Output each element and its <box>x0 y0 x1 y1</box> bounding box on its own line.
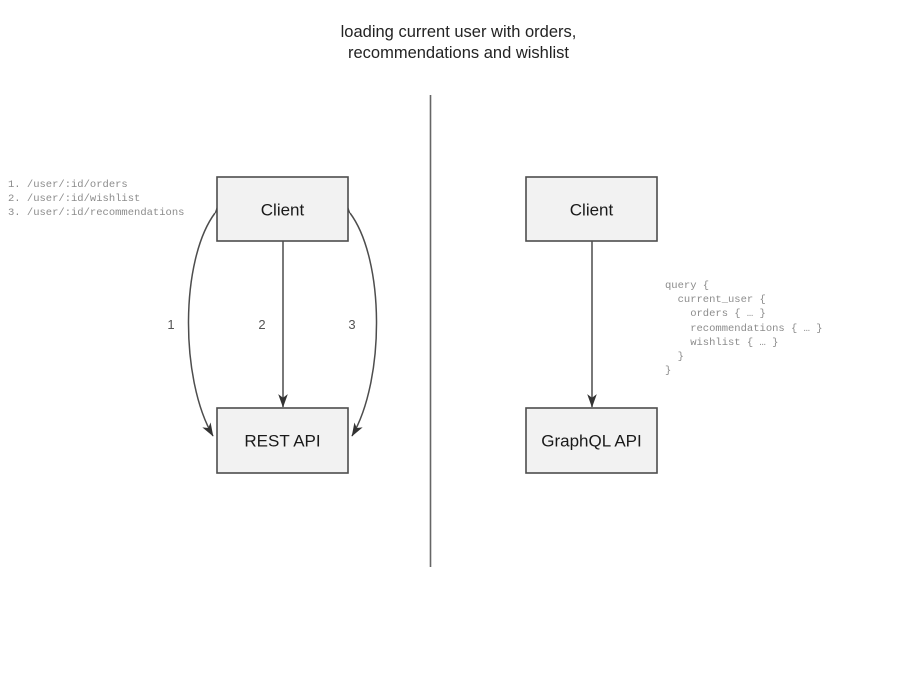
node-graphql-api-shape <box>525 407 658 474</box>
node-client-graphql[interactable]: Client <box>525 176 658 242</box>
edge-3-path <box>338 199 378 437</box>
edge-1-path <box>187 199 227 437</box>
node-rest-api[interactable]: REST API <box>216 407 349 474</box>
node-rest-api-shape <box>216 407 349 474</box>
node-client-graphql-label: Client <box>570 201 614 220</box>
node-client-rest[interactable]: Client <box>216 176 349 242</box>
node-client-graphql-shape <box>525 176 658 242</box>
node-rest-api-label: REST API <box>244 432 320 451</box>
left-panel-rest: Client REST API 1 2 3 <box>167 176 378 474</box>
edge-label-1: 1 <box>167 317 174 332</box>
edge-label-2: 2 <box>258 317 265 332</box>
node-graphql-api[interactable]: GraphQL API <box>525 407 658 474</box>
node-client-rest-label: Client <box>261 201 305 220</box>
node-client-rest-shape <box>216 176 349 242</box>
right-panel-graphql: Client GraphQL API <box>525 176 658 474</box>
node-graphql-api-label: GraphQL API <box>541 432 641 451</box>
page-title: loading current user with orders, recomm… <box>340 23 577 62</box>
graphql-query-snippet: query { current_user { orders { … } reco… <box>665 280 823 378</box>
rest-endpoint-list: 1. /user/:id/orders 2. /user/:id/wishlis… <box>8 179 185 220</box>
edge-label-3: 3 <box>348 317 355 332</box>
